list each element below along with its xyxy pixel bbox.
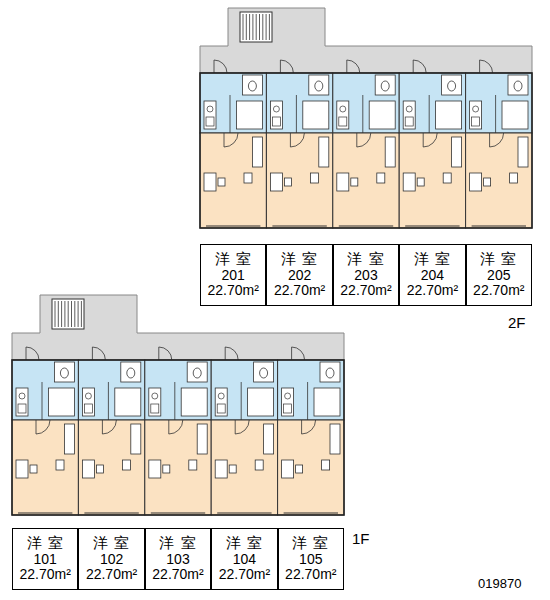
room-number: 203 (354, 268, 377, 283)
room-number: 101 (34, 552, 57, 567)
stair (240, 12, 272, 42)
room-label-box: 洋 室10222.70m² (78, 528, 144, 590)
room-type: 洋 室 (93, 535, 130, 552)
room-label-box: 洋 室20522.70m² (466, 244, 532, 306)
room-area: 22.70m² (152, 567, 203, 582)
apartment-unit (12, 347, 78, 515)
room-number: 202 (288, 268, 311, 283)
room-area: 22.70m² (208, 283, 259, 298)
room-type: 洋 室 (27, 535, 64, 552)
room-label-box: 洋 室10422.70m² (211, 528, 277, 590)
room-type: 洋 室 (292, 535, 329, 552)
room-type: 洋 室 (215, 251, 252, 268)
apartment-unit (145, 347, 211, 515)
room-type: 洋 室 (159, 535, 196, 552)
room-label-box: 洋 室10322.70m² (145, 528, 211, 590)
room-label-box: 洋 室20122.70m² (200, 244, 266, 306)
building-floor (200, 8, 532, 228)
room-area: 22.70m² (473, 283, 524, 298)
room-area: 22.70m² (86, 567, 137, 582)
room-area: 22.70m² (285, 567, 336, 582)
room-number: 103 (166, 552, 189, 567)
reference-number: 019870 (478, 576, 521, 591)
apartment-unit (399, 60, 465, 228)
room-type: 洋 室 (414, 251, 451, 268)
apartment-unit (278, 347, 344, 515)
room-type: 洋 室 (281, 251, 318, 268)
room-label-box: 洋 室10122.70m² (12, 528, 78, 590)
apartment-unit (333, 60, 399, 228)
room-area: 22.70m² (407, 283, 458, 298)
room-number: 201 (222, 268, 245, 283)
room-label-box: 洋 室20322.70m² (333, 244, 399, 306)
room-type: 洋 室 (347, 251, 384, 268)
room-number: 105 (299, 552, 322, 567)
room-number: 205 (487, 268, 510, 283)
room-number: 102 (100, 552, 123, 567)
floor-label: 1F (352, 530, 370, 547)
apartment-unit (211, 347, 277, 515)
room-number: 104 (233, 552, 256, 567)
room-label-box: 洋 室20422.70m² (399, 244, 465, 306)
room-area: 22.70m² (219, 567, 270, 582)
room-area: 22.70m² (274, 283, 325, 298)
floor-label: 2F (508, 314, 526, 331)
room-type: 洋 室 (226, 535, 263, 552)
apartment-unit (466, 60, 532, 228)
room-area: 22.70m² (340, 283, 391, 298)
room-number: 204 (421, 268, 444, 283)
apartment-unit (266, 60, 332, 228)
apartment-unit (78, 347, 144, 515)
stair (52, 299, 84, 329)
room-label-box: 洋 室20222.70m² (266, 244, 332, 306)
room-type: 洋 室 (480, 251, 517, 268)
room-area: 22.70m² (20, 567, 71, 582)
room-label-box: 洋 室10522.70m² (278, 528, 344, 590)
corridor (200, 8, 532, 73)
apartment-unit (200, 60, 266, 228)
building-floor (12, 295, 344, 515)
